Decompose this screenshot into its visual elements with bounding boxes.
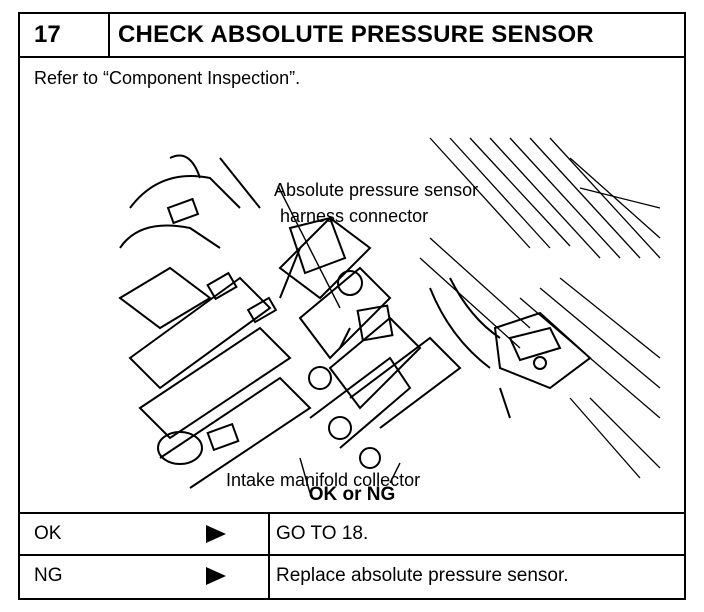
label-sensor-line1: Absolute pressure sensor xyxy=(274,180,478,200)
step-header: 17 CHECK ABSOLUTE PRESSURE SENSOR xyxy=(20,14,684,58)
hose-clamps xyxy=(166,197,278,452)
connector-bracket xyxy=(279,216,347,299)
pressure-sensor xyxy=(429,277,592,419)
label-sensor-line2: harness connector xyxy=(280,206,428,226)
result-action: GO TO 18. xyxy=(276,523,369,544)
engine-illustration: Absolute pressure sensor harness connect… xyxy=(100,98,680,498)
harness-connector xyxy=(339,304,394,349)
leader-lines xyxy=(277,185,401,494)
arrow-right-icon xyxy=(206,525,226,543)
result-label: OK xyxy=(34,523,62,544)
arrow-right-icon xyxy=(206,567,226,585)
instruction-text: Refer to “Component Inspection”. xyxy=(34,68,301,88)
step-number: 17 xyxy=(20,14,110,56)
result-row-ng: NG Replace absolute pressure sensor. xyxy=(20,554,684,598)
column-divider xyxy=(268,514,270,554)
result-label: NG xyxy=(34,565,63,586)
coolant-hoses xyxy=(118,154,312,489)
inspection-step-table: 17 CHECK ABSOLUTE PRESSURE SENSOR Refer … xyxy=(18,12,686,600)
label-intake-collector: Intake manifold collector xyxy=(226,470,420,490)
result-action: Replace absolute pressure sensor. xyxy=(276,565,569,586)
step-title: CHECK ABSOLUTE PRESSURE SENSOR xyxy=(118,21,594,48)
result-heading: OK or NG xyxy=(308,484,396,505)
result-row-ok: OK GO TO 18. xyxy=(20,512,684,554)
figure-id: SEF294W xyxy=(598,497,672,498)
intake-runners xyxy=(278,216,462,469)
step-body: Refer to “Component Inspection”. xyxy=(20,58,684,512)
column-divider xyxy=(268,556,270,598)
hatched-panel xyxy=(419,137,661,479)
